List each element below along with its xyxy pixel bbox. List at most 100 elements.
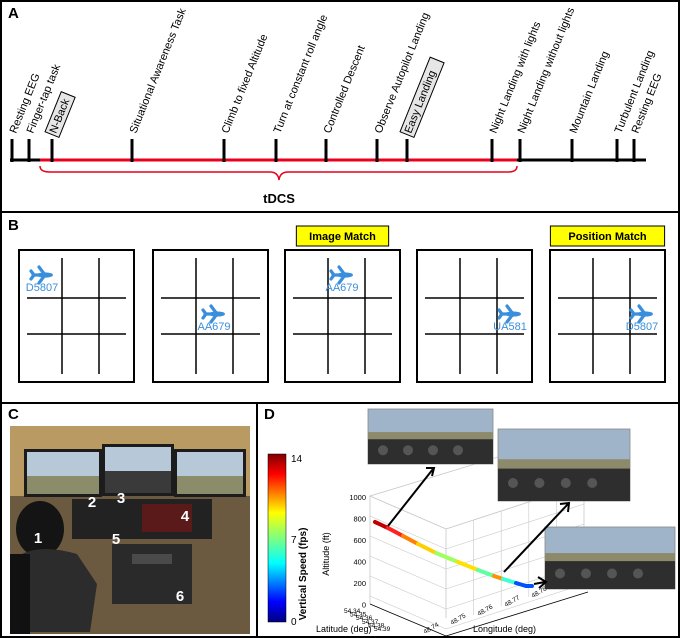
match-header-box xyxy=(295,225,390,247)
lon-tick: 48.76 xyxy=(477,603,495,617)
panel-c-label: C xyxy=(8,406,19,423)
trajectory-segment xyxy=(514,581,534,588)
trajectory-segment xyxy=(476,568,496,578)
screenshot-gauge xyxy=(633,568,643,579)
gridline xyxy=(369,515,447,550)
screenshot-ground xyxy=(545,553,675,563)
event-label: Climb to fixed Altitude xyxy=(220,33,271,136)
z-tick: 0 xyxy=(362,601,366,610)
photo-marker: 3 xyxy=(117,490,125,507)
screenshot-gauge xyxy=(607,568,617,579)
lon-tick: 48.74 xyxy=(423,621,441,635)
screenshot-gauge xyxy=(428,445,438,456)
gridline xyxy=(445,583,585,630)
event-label-box xyxy=(399,56,445,139)
event-label: Turn at constant roll angle xyxy=(272,13,331,135)
pilot-body xyxy=(22,549,97,632)
z-tick: 1000 xyxy=(349,493,366,502)
screenshot-gauge xyxy=(555,568,565,579)
lat-tick: 54.34 xyxy=(344,608,361,615)
screenshot-gauge xyxy=(403,445,413,456)
plane-icon xyxy=(329,265,353,285)
trajectory-segment xyxy=(401,534,420,546)
event-label: Mountain Landing xyxy=(568,50,612,136)
monitor-center-sky xyxy=(105,447,171,471)
z-axis-label: Altitude (ft) xyxy=(321,532,331,576)
monitor-right-ground xyxy=(177,476,243,494)
plane-icon xyxy=(201,304,225,324)
keyboard xyxy=(132,554,172,564)
photo-marker: 2 xyxy=(88,494,96,511)
seat xyxy=(10,554,30,634)
lon-tick: 48.75 xyxy=(450,612,468,626)
colorbar xyxy=(267,453,287,623)
panel-a-label: A xyxy=(8,5,19,22)
lat-tick: 54.39 xyxy=(374,626,391,633)
z-tick: 600 xyxy=(353,536,366,545)
panel-b-label: B xyxy=(8,217,19,234)
screenshot-ground xyxy=(368,432,493,441)
trajectory-segment xyxy=(416,542,438,555)
grid-frame xyxy=(18,249,135,383)
radio-stack xyxy=(142,504,192,532)
z-tick: 200 xyxy=(353,579,366,588)
plane-icon xyxy=(497,304,521,324)
trajectory-segment xyxy=(456,560,480,572)
panel-d-label: D xyxy=(264,406,275,423)
trajectory-segment xyxy=(373,520,390,530)
simulator-photo: 1 2 3 4 5 6 xyxy=(10,426,250,634)
flight-code: D5807 xyxy=(26,282,58,294)
photo-marker: 6 xyxy=(176,588,184,605)
screenshot-gauge xyxy=(534,478,545,488)
lat-tick: 54.35 xyxy=(350,612,367,619)
flight-code: AA679 xyxy=(325,282,358,294)
colorbar-mid: 7 xyxy=(291,535,297,546)
trajectory-segment xyxy=(386,526,405,538)
trajectory-segment xyxy=(501,577,518,585)
screenshot-gauge xyxy=(587,478,598,488)
arrow-1 xyxy=(387,467,436,527)
event-label-group: Turn at constant roll angle xyxy=(272,13,331,135)
event-label-box xyxy=(44,91,76,139)
flight-code: UA581 xyxy=(493,321,527,333)
gridline xyxy=(369,595,447,630)
eeg-cap xyxy=(16,501,64,557)
event-label-group: Situational Awareness Task xyxy=(128,6,189,135)
event-label: Controlled Descent xyxy=(322,44,368,135)
lon-tick: 48.77 xyxy=(504,594,522,608)
monitor-left-ground xyxy=(27,476,99,494)
z-tick: 400 xyxy=(353,558,366,567)
arrow-3 xyxy=(533,576,548,589)
photo-marker: 5 xyxy=(112,531,120,548)
match-header: Image Match xyxy=(309,231,376,243)
screenshot-ground xyxy=(498,459,630,471)
x-axis-label: Latitude (deg) xyxy=(316,624,372,634)
screenshot-gauge xyxy=(508,478,518,488)
event-label-group: Night Landing with lights xyxy=(488,20,544,136)
plane-fuselage xyxy=(505,311,521,317)
gridline xyxy=(369,495,447,530)
screenshot-gauge xyxy=(581,568,591,579)
plane-icon xyxy=(629,304,653,324)
photo-marker: 4 xyxy=(181,508,190,525)
panel-c: C 1 2 3 4 5 6 xyxy=(0,402,258,638)
gridline xyxy=(369,535,447,570)
match-header: Position Match xyxy=(568,231,647,243)
flight-code: D5807 xyxy=(626,321,658,333)
colorbar-min: 0 xyxy=(291,617,297,628)
monitor-left-sky xyxy=(27,452,99,476)
photo-marker: 1 xyxy=(34,530,42,547)
match-header-box xyxy=(549,225,666,247)
plane-fuselage xyxy=(37,272,53,278)
screenshot-gauge xyxy=(453,445,463,456)
tdcs-label: tDCS xyxy=(263,191,295,206)
lat-tick: 54.36 xyxy=(356,615,373,622)
lat-tick: 54.38 xyxy=(368,622,385,629)
screenshot-gauge xyxy=(560,478,571,488)
